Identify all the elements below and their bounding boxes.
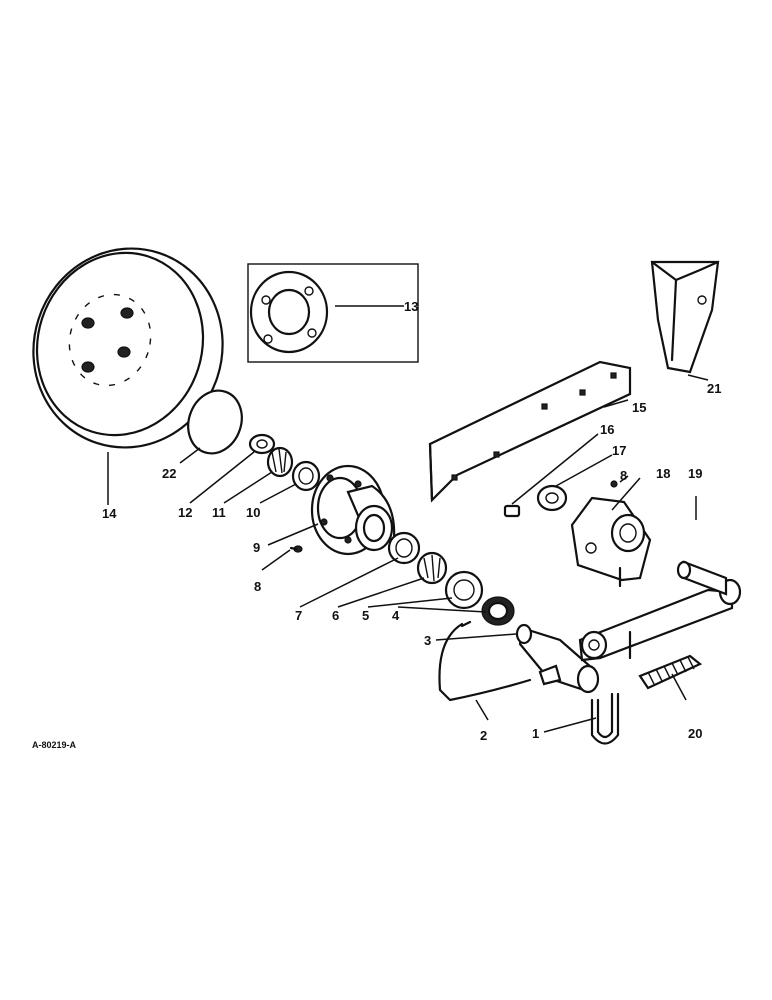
callout-12: 12 (178, 505, 192, 520)
callout-8-left: 8 (254, 579, 261, 594)
callout-14: 14 (102, 506, 117, 521)
bearing-cone-part (266, 446, 294, 478)
figure-reference-code: A-80219-A (32, 740, 77, 750)
callout-8-right: 8 (620, 468, 627, 483)
pivot-bracket-part (570, 496, 652, 588)
callout-4: 4 (392, 608, 400, 623)
callout-9: 9 (253, 540, 260, 555)
grease-fitting-part (289, 545, 303, 553)
callout-11: 11 (212, 505, 226, 520)
scraper-plate-part (428, 360, 632, 503)
callout-7: 7 (295, 608, 302, 623)
grease-fitting-part-2 (610, 480, 618, 488)
hub-part (310, 464, 396, 556)
callout-18: 18 (656, 466, 670, 481)
callout-10: 10 (246, 505, 260, 520)
leader-lines (107, 305, 709, 733)
callout-1: 1 (532, 726, 539, 741)
callout-22: 22 (162, 466, 176, 481)
callout-15: 15 (632, 400, 646, 415)
rod-end (460, 620, 472, 628)
gauge-wheel-part (32, 247, 224, 449)
seal-part (481, 596, 515, 626)
callout-13: 13 (404, 299, 418, 314)
callout-19: 19 (688, 466, 702, 481)
u-bolt-part (590, 692, 620, 745)
callout-21: 21 (707, 381, 721, 396)
callout-labels: 1 2 3 4 5 6 7 8 8 9 10 11 12 13 14 15 16… (102, 299, 721, 743)
callout-3: 3 (424, 633, 431, 648)
bearing-cone-6-part (416, 551, 448, 585)
bearing-cup-part (291, 460, 321, 492)
spring-part (638, 654, 703, 690)
bearing-cup-7-part (387, 531, 421, 565)
callout-16: 16 (600, 422, 614, 437)
callout-17: 17 (612, 443, 626, 458)
callout-2: 2 (480, 728, 487, 743)
callout-5: 5 (362, 608, 369, 623)
nut-part (536, 484, 568, 512)
washer-part (248, 433, 276, 455)
washer-hole (256, 439, 268, 449)
crank-arm-part (578, 560, 742, 662)
bracket-part (650, 260, 720, 374)
key-part (503, 504, 521, 518)
callout-20: 20 (688, 726, 702, 741)
gasket-inset (247, 263, 419, 363)
callout-6: 6 (332, 608, 339, 623)
bearing-cup-5-part (444, 570, 484, 610)
hub-cap-part (187, 389, 243, 455)
spindle-part (515, 623, 600, 694)
